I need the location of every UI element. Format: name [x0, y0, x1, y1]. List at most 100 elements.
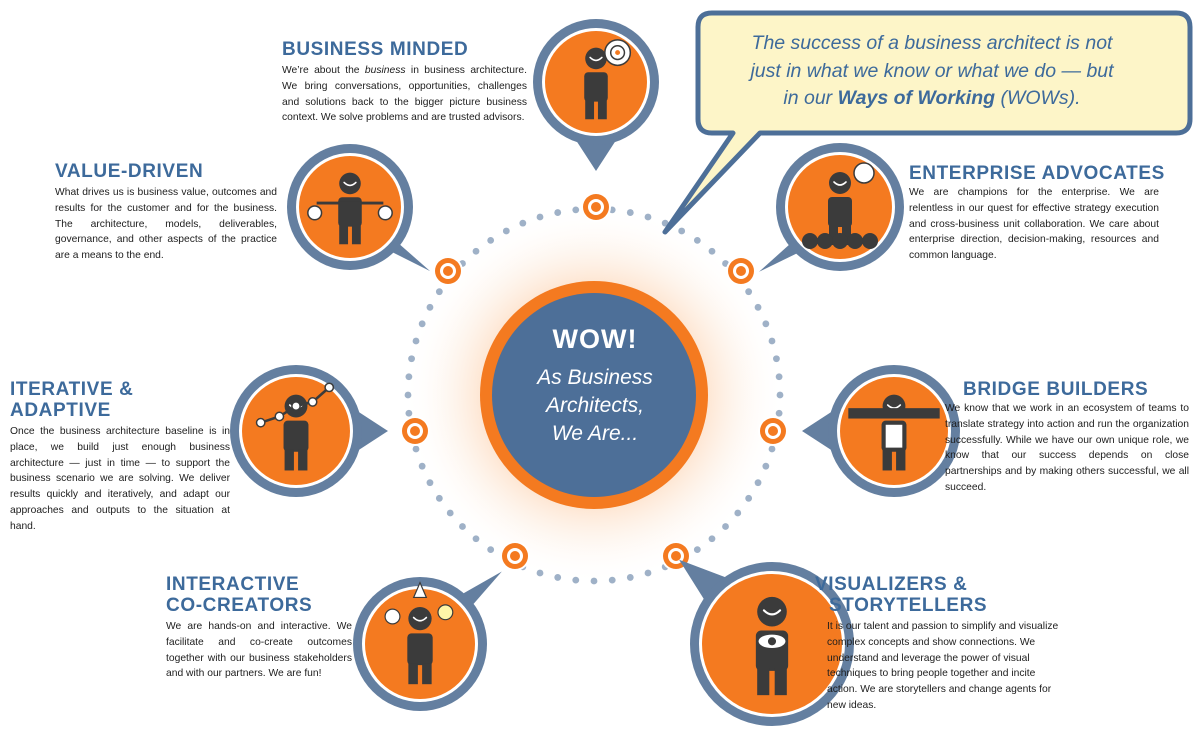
text-part: We’re about the — [282, 65, 365, 76]
ring-marker — [400, 416, 430, 446]
ring-dot — [536, 213, 544, 221]
ring-dot — [487, 546, 495, 554]
ring-dot — [693, 236, 701, 244]
ring-dot — [446, 509, 454, 517]
quote-emphasis: Ways of Working — [837, 87, 996, 109]
quote-line: in our Ways of Working (WOWs). — [722, 85, 1142, 113]
center-subtitle: As Business Architects, We Are... — [500, 364, 690, 448]
ring-dot — [554, 574, 562, 581]
section-enterprise-advocates: ENTERPRISE ADVOCATES We are champions fo… — [909, 163, 1171, 264]
ring-dot — [708, 247, 716, 255]
ring-dot — [608, 576, 616, 584]
ring-marker — [500, 541, 530, 571]
section-title: STORYTELLERS — [829, 595, 988, 616]
section-iterative-adaptive: ITERATIVE & ADAPTIVE Once the business a… — [10, 379, 230, 535]
ring-dot — [693, 546, 701, 554]
center-hub — [480, 281, 708, 509]
section-title: ENTERPRISE ADVOCATES — [909, 163, 1165, 184]
center-subtitle-line: Architects, — [545, 394, 645, 417]
person-balancing-value-icon — [287, 144, 431, 272]
section-text: We are hands-on and interactive. We faci… — [166, 621, 352, 680]
ring-dot — [426, 479, 434, 487]
ring-dot — [459, 523, 466, 530]
ring-dot — [754, 479, 762, 487]
ring-dot — [435, 494, 443, 502]
quote-line: The success of a business architect is n… — [751, 32, 1113, 54]
center-subtitle-line: We Are... — [551, 422, 639, 445]
section-text: What drives us is business value, outcom… — [55, 187, 277, 262]
center-title: WOW! — [552, 324, 638, 354]
ring-dot — [678, 227, 686, 235]
ring-dot — [519, 219, 527, 227]
section-title: BRIDGE BUILDERS — [963, 379, 1149, 400]
section-title: CO-CREATORS — [166, 595, 313, 616]
ring-dot — [408, 355, 415, 363]
section-interactive-co-creators: INTERACTIVE CO-CREATORS We are hands-on … — [166, 574, 352, 682]
quote-text: The success of a business architect is n… — [722, 30, 1142, 113]
ring-dot — [554, 209, 562, 216]
section-visualizers-storytellers: VISUALIZERS & STORYTELLERS It is our tal… — [815, 574, 1075, 714]
section-bridge-builders: BRIDGE BUILDERS We know that we work in … — [945, 379, 1189, 496]
text-emphasis: business — [364, 65, 406, 76]
person-carrying-beam-icon — [802, 365, 960, 497]
quote-suffix: (WOWs). — [995, 87, 1081, 109]
section-text: It is our talent and passion to simplify… — [827, 621, 1059, 711]
ring-markers — [400, 192, 788, 571]
ring-dot — [626, 209, 634, 216]
center-subtitle-line: As Business — [537, 366, 653, 389]
ring-dot — [768, 445, 776, 453]
ring-dot — [426, 303, 434, 311]
quote-line: just in what we know or what we do — but — [750, 59, 1114, 82]
ring-dot — [418, 320, 426, 328]
ring-dot — [745, 494, 753, 502]
ring-dot — [773, 355, 780, 363]
section-business-minded: BUSINESS MINDED We’re about the business… — [282, 39, 527, 126]
ring-dot — [762, 462, 770, 470]
section-title: INTERACTIVE — [166, 574, 300, 595]
ring-dot — [404, 391, 412, 399]
person-with-eye-icon — [679, 559, 854, 726]
section-text: We know that we work in an ecosystem of … — [945, 403, 1189, 493]
ring-marker — [581, 192, 611, 222]
section-title: VALUE-DRIVEN — [55, 161, 204, 182]
ring-dot — [644, 569, 652, 577]
ring-dot — [405, 373, 413, 381]
ring-dot — [412, 337, 420, 345]
thinking-person-target-icon — [533, 19, 659, 171]
ring-dot — [412, 445, 420, 453]
ring-dot — [708, 535, 716, 543]
ring-marker — [433, 256, 463, 286]
person-growth-chart-icon — [230, 365, 388, 497]
section-text: Once the business architecture baseline … — [10, 426, 230, 532]
ring-dot — [722, 523, 729, 530]
ring-marker — [758, 416, 788, 446]
ring-dot — [472, 535, 480, 543]
text-part: in business architecture. We bring conve… — [282, 65, 527, 124]
person-leading-crowd-icon — [759, 143, 904, 272]
ring-dot — [734, 509, 742, 517]
person-brainstorming-icon — [353, 571, 502, 711]
ring-dot — [536, 569, 544, 577]
section-title: ADAPTIVE — [10, 400, 111, 421]
ring-dot — [768, 337, 776, 345]
quote-bubble — [662, 10, 1193, 235]
section-text: We are champions for the enterprise. We … — [909, 187, 1159, 262]
quote-prefix: in our — [783, 87, 838, 109]
section-text: We’re about the business in business arc… — [282, 63, 527, 126]
ring-dot — [762, 320, 770, 328]
ring-dot — [590, 577, 598, 585]
section-value-driven: VALUE-DRIVEN What drives us is business … — [55, 161, 277, 264]
ring-dot — [775, 409, 783, 417]
ring-dot — [644, 213, 652, 221]
ring-marker — [726, 256, 756, 286]
ring-dot — [626, 574, 634, 581]
ring-dot — [572, 206, 580, 214]
ring-dot — [754, 303, 762, 311]
ring-dot — [572, 576, 580, 584]
section-title: BUSINESS MINDED — [282, 39, 469, 60]
ring-dot — [745, 288, 753, 296]
section-title: ITERATIVE & — [10, 379, 134, 400]
ring-dot — [487, 236, 495, 244]
ring-dot — [435, 288, 443, 296]
